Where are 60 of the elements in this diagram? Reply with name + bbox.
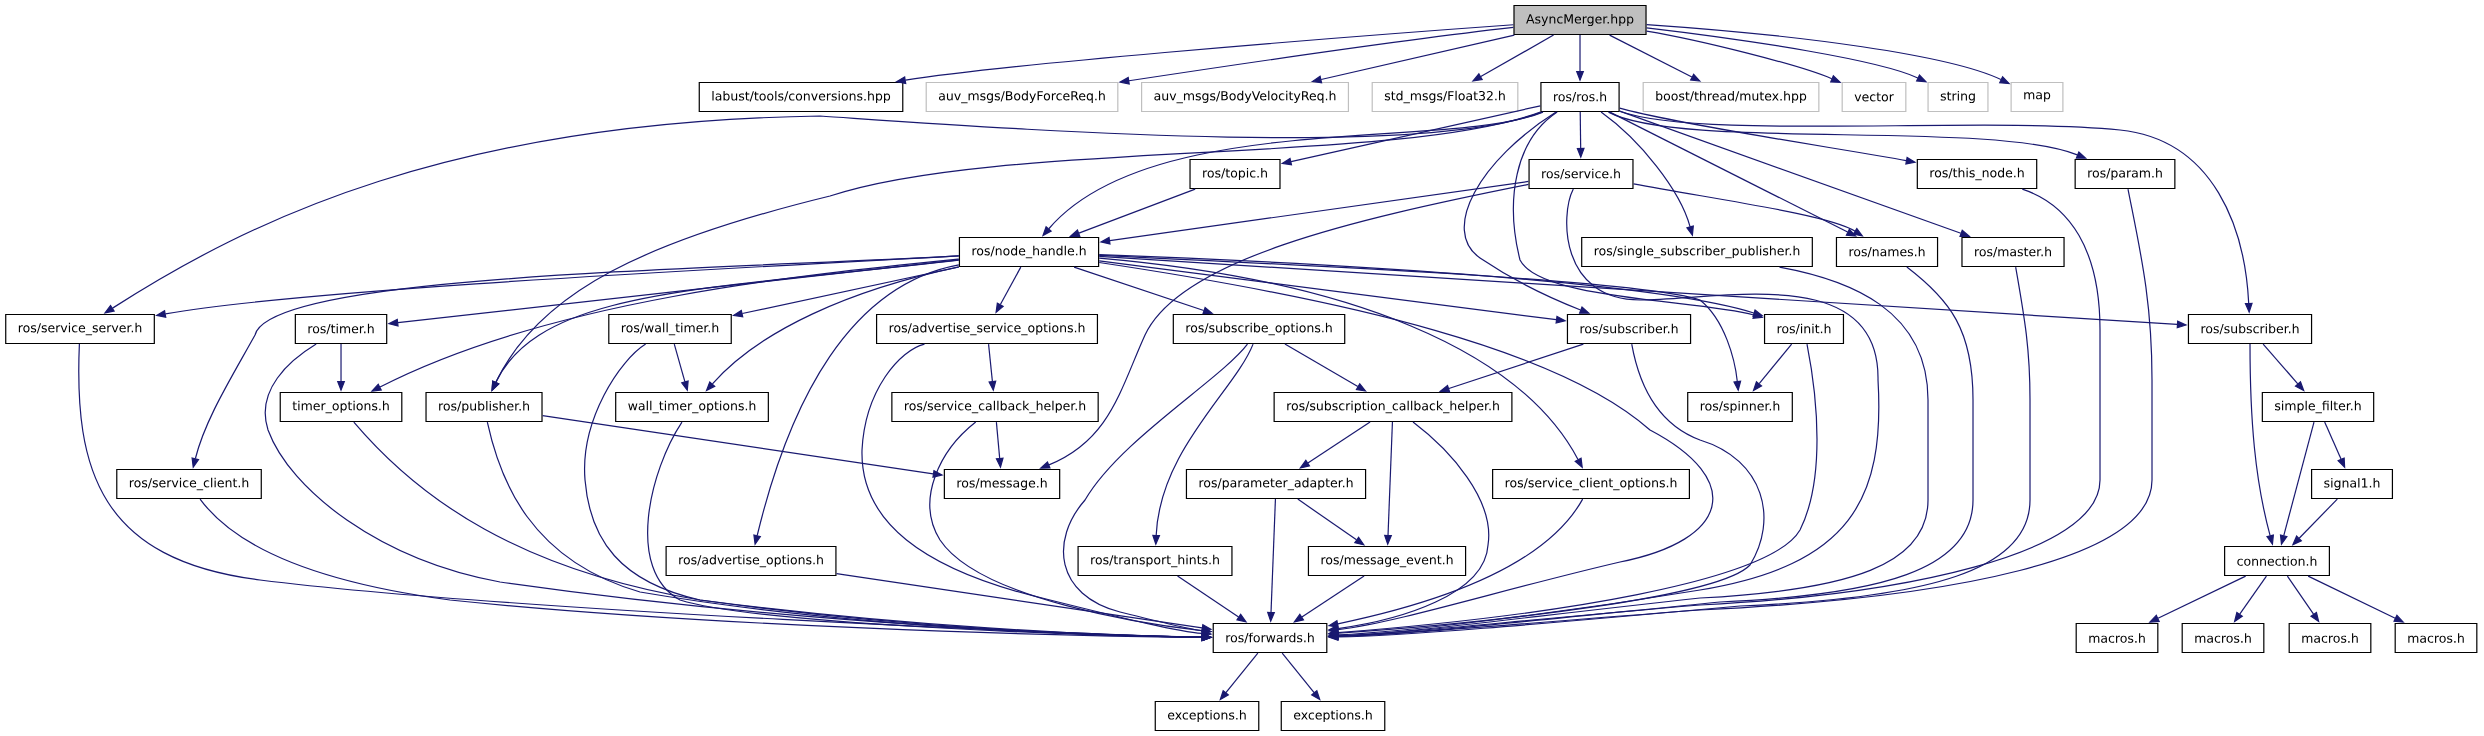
file-box: ros/subscriber.h	[2187, 313, 2313, 345]
file-box: signal1.h	[2311, 468, 2393, 500]
file-box: ros/ros.h	[1540, 81, 1620, 113]
file-box: ros/message.h	[943, 468, 1061, 500]
file-box: std_msgs/Float32.h	[1371, 81, 1519, 113]
file-box: wall_timer_options.h	[615, 391, 769, 423]
file-box: ros/single_subscriber_publisher.h	[1581, 236, 1813, 268]
file-box: vector	[1841, 81, 1907, 113]
file-box: macros.h	[2394, 622, 2478, 654]
file-box: map	[2010, 81, 2064, 113]
file-box: labust/tools/conversions.hpp	[698, 81, 904, 113]
file-box: exceptions.h	[1280, 700, 1386, 732]
arrow	[1284, 343, 1367, 392]
file-box: macros.h	[2288, 622, 2372, 654]
file-box: ros/service_client_options.h	[1492, 468, 1690, 500]
file-box: simple_filter.h	[2261, 391, 2375, 423]
file-box: ros/service.h	[1528, 158, 1634, 190]
arrow	[2262, 343, 2305, 392]
file-box: ros/advertise_options.h	[665, 545, 837, 577]
file-box: ros/service_client.h	[116, 468, 262, 500]
arrow	[1098, 261, 1714, 634]
file-box: ros/subscription_callback_helper.h	[1273, 391, 1513, 423]
arrow	[1293, 575, 1365, 623]
file-box: macros.h	[2075, 622, 2159, 654]
file-box: ros/service_server.h	[5, 313, 155, 345]
file-box: boost/thread/mutex.hpp	[1642, 81, 1820, 113]
file-box: ros/message_event.h	[1307, 545, 1467, 577]
file-box: AsyncMerger.hpp	[1513, 4, 1647, 36]
file-box: ros/spinner.h	[1687, 391, 1793, 423]
file-box: ros/init.h	[1763, 313, 1845, 345]
arrow	[1219, 652, 1259, 701]
file-box: ros/advertise_service_options.h	[876, 313, 1099, 345]
file-box: ros/parameter_adapter.h	[1185, 468, 1367, 500]
file-box: ros/transport_hints.h	[1077, 545, 1233, 577]
file-box: ros/this_node.h	[1916, 158, 2038, 190]
file-box: ros/names.h	[1835, 236, 1939, 268]
file-box: connection.h	[2224, 545, 2330, 577]
file-box: ros/publisher.h	[425, 391, 543, 423]
arrow	[705, 266, 960, 392]
file-box: string	[1927, 81, 1989, 113]
file-box: ros/node_handle.h	[958, 236, 1100, 268]
file-box: auv_msgs/BodyForceReq.h	[925, 81, 1119, 113]
arrow	[1752, 343, 1793, 392]
file-box: macros.h	[2181, 622, 2265, 654]
arrow	[2286, 575, 2320, 623]
file-box: ros/forwards.h	[1212, 622, 1328, 654]
arrow	[1281, 652, 1321, 701]
file-box: ros/master.h	[1961, 236, 2065, 268]
file-box: auv_msgs/BodyVelocityReq.h	[1141, 81, 1349, 113]
arrow	[1062, 343, 1249, 635]
file-box: ros/topic.h	[1189, 158, 1281, 190]
file-box: timer_options.h	[279, 391, 403, 423]
file-box: exceptions.h	[1154, 700, 1260, 732]
file-box: ros/service_callback_helper.h	[891, 391, 1099, 423]
file-box: ros/timer.h	[294, 313, 388, 345]
file-box: ros/subscribe_options.h	[1172, 313, 1346, 345]
file-box: ros/wall_timer.h	[608, 313, 732, 345]
file-box: ros/param.h	[2074, 158, 2176, 190]
arrow	[1299, 421, 1371, 469]
file-box: ros/subscriber.h	[1566, 313, 1692, 345]
